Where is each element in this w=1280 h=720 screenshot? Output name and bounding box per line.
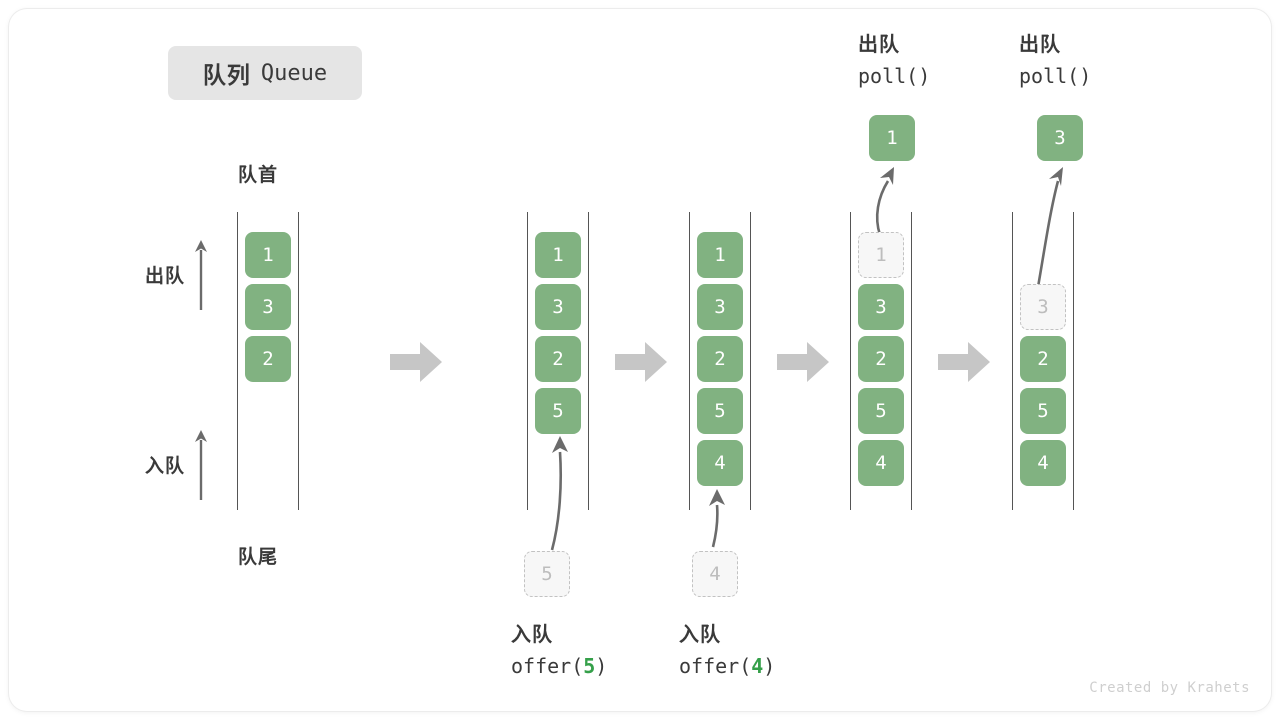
step-arrow-1 — [390, 340, 442, 384]
queue-slot-ghost: 1 — [858, 232, 904, 278]
caption-code: offer(5) — [511, 651, 607, 682]
queue-slot: 1 — [535, 232, 581, 278]
header-code: poll() — [858, 64, 931, 88]
dequeue-direction-label: 出队 — [145, 265, 186, 287]
queue-slot: 5 — [535, 388, 581, 434]
queue-slot: 2 — [697, 336, 743, 382]
queue-slot: 4 — [1020, 440, 1066, 486]
queue-slot: 3 — [858, 284, 904, 330]
queue-slot: 2 — [858, 336, 904, 382]
title-english: Queue — [260, 60, 328, 86]
caption-offer-5: 入队 offer(5) — [511, 620, 607, 682]
queue-slot: 2 — [535, 336, 581, 382]
queue-rail-right — [588, 212, 589, 510]
header-poll-3: 出队 poll() — [1019, 30, 1091, 92]
step-arrow-4 — [938, 340, 990, 384]
queue-rail-right — [911, 212, 912, 510]
queue-slot: 4 — [697, 440, 743, 486]
queue-column-offer-5: 1 3 2 5 — [527, 212, 589, 510]
title-chinese: 队列 — [202, 62, 251, 88]
caption-chinese: 入队 — [511, 624, 553, 646]
queue-slot: 2 — [1020, 336, 1066, 382]
caption-code: offer(4) — [679, 651, 775, 682]
dequeue-arrow-1 — [860, 165, 904, 237]
queue-slot: 3 — [697, 284, 743, 330]
queue-slot: 4 — [858, 440, 904, 486]
queue-head-label: 队首 — [238, 165, 279, 186]
title-badge: 队列 Queue — [168, 46, 362, 100]
caption-fn: offer( — [679, 654, 752, 678]
caption-fn: offer( — [511, 654, 584, 678]
queue-slot: 3 — [535, 284, 581, 330]
queue-slot: 5 — [1020, 388, 1066, 434]
caption-offer-4: 入队 offer(4) — [679, 620, 775, 682]
queue-rail-right — [750, 212, 751, 510]
queue-column-initial: 1 3 2 — [237, 212, 299, 510]
queue-slot: 2 — [245, 336, 291, 382]
queue-rail-left — [689, 212, 690, 510]
queue-rail-right — [1073, 212, 1074, 510]
caption-fn-close: ) — [595, 654, 608, 678]
up-arrow-icon — [194, 428, 208, 500]
header-code: poll() — [1019, 64, 1092, 88]
queue-rail-left — [527, 212, 528, 510]
step-arrow-3 — [777, 340, 829, 384]
incoming-element-ghost: 4 — [692, 551, 738, 597]
enqueue-arrow-5 — [534, 434, 584, 552]
queue-column-offer-4: 1 3 2 5 4 — [689, 212, 751, 510]
queue-slot: 1 — [245, 232, 291, 278]
up-arrow-icon — [194, 238, 208, 310]
queue-slot: 3 — [245, 284, 291, 330]
queue-slot: 5 — [858, 388, 904, 434]
queue-slot: 1 — [697, 232, 743, 278]
header-chinese: 出队 — [1019, 34, 1061, 56]
enqueue-arrow-4 — [700, 487, 740, 549]
queue-column-poll-1: 1 3 2 5 4 — [850, 212, 912, 510]
enqueue-direction-label: 入队 — [145, 455, 186, 477]
queue-rail-left — [1012, 212, 1013, 510]
watermark-credit: Created by Krahets — [1089, 680, 1250, 696]
caption-arg: 4 — [751, 654, 764, 678]
popped-element-1: 1 — [869, 115, 915, 161]
queue-slot: 5 — [697, 388, 743, 434]
incoming-element-ghost: 5 — [524, 551, 570, 597]
queue-slot-ghost: 3 — [1020, 284, 1066, 330]
queue-rail-right — [298, 212, 299, 510]
caption-fn-close: ) — [763, 654, 776, 678]
dequeue-direction-indicator: 出队 — [145, 238, 208, 310]
queue-rail-left — [237, 212, 238, 510]
enqueue-direction-indicator: 入队 — [145, 428, 208, 500]
queue-tail-label: 队尾 — [238, 547, 279, 568]
caption-chinese: 入队 — [679, 624, 721, 646]
dequeue-arrow-3 — [1020, 165, 1072, 289]
header-chinese: 出队 — [858, 34, 900, 56]
queue-rail-left — [850, 212, 851, 510]
step-arrow-2 — [615, 340, 667, 384]
queue-column-poll-3: 3 2 5 4 — [1012, 212, 1074, 510]
popped-element-3: 3 — [1037, 115, 1083, 161]
caption-arg: 5 — [583, 654, 596, 678]
header-poll-1: 出队 poll() — [858, 30, 930, 92]
